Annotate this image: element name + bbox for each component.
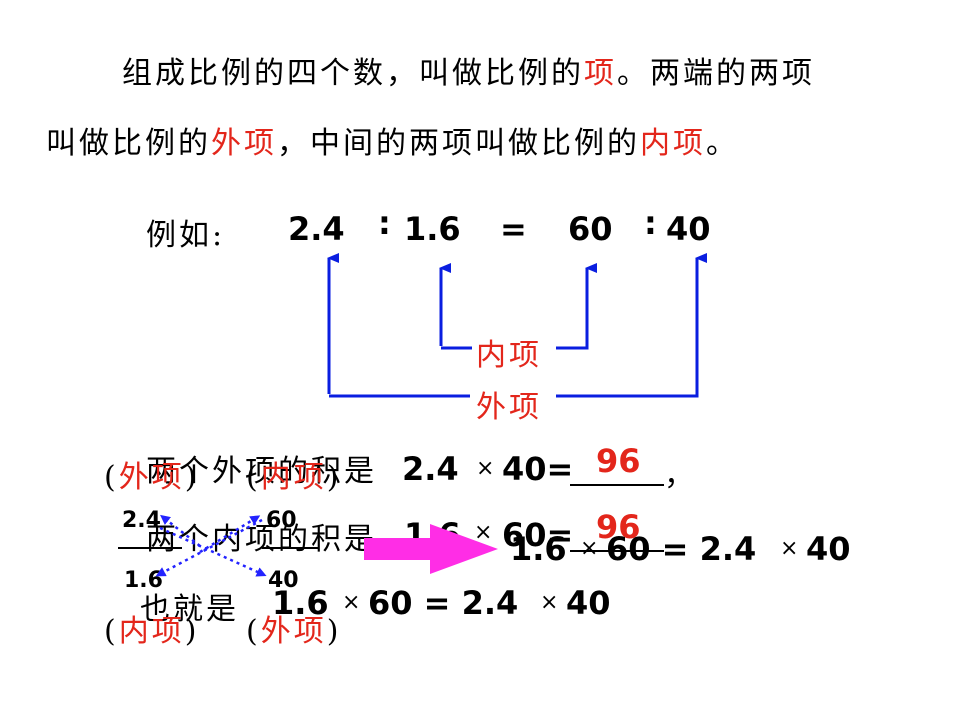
conclusion-a: 1.6 bbox=[510, 530, 567, 568]
tag-bottom-right: (外项) bbox=[246, 606, 341, 650]
times-sign: × bbox=[342, 590, 361, 615]
term-xiang: 项 bbox=[584, 56, 617, 91]
outer-comma: ， bbox=[664, 458, 697, 493]
tag-inner: 内项 bbox=[118, 614, 185, 649]
definition-text: 。 bbox=[706, 126, 739, 161]
also-a: 1.6 bbox=[272, 584, 329, 622]
definition-text: 。两端的两项 bbox=[617, 56, 815, 91]
term-inner: 内项 bbox=[640, 126, 706, 161]
example-term-d: 40 bbox=[666, 210, 711, 248]
cross-arrow bbox=[159, 526, 267, 577]
times-sign: × bbox=[474, 520, 493, 545]
inner-answer-blank bbox=[570, 550, 664, 552]
example-equals: = bbox=[500, 210, 527, 248]
cross-arrow bbox=[199, 515, 261, 554]
paren: ( bbox=[246, 614, 261, 649]
example-term-b: 1.6 bbox=[404, 210, 461, 248]
conclusion-b: 60 = 2.4 bbox=[606, 530, 757, 568]
inner-bracket bbox=[556, 263, 597, 350]
inner-product-text: 两个内项的积是 bbox=[146, 522, 377, 557]
paren: ) bbox=[184, 614, 200, 649]
conclusion-c: 40 bbox=[806, 530, 851, 568]
tag-outer: 外项 bbox=[118, 460, 185, 495]
outer-bracket bbox=[556, 253, 707, 398]
also-text: 也就是 bbox=[140, 592, 239, 627]
paren: ( bbox=[104, 614, 119, 649]
paren: ) bbox=[326, 460, 342, 495]
outer-product-text: 两个外项的积是 bbox=[146, 454, 377, 489]
definition-text: 叫做比例的 bbox=[46, 126, 211, 161]
also-c: 40 bbox=[566, 584, 611, 622]
tag-bottom-left: (内项) bbox=[104, 606, 199, 650]
definition-text: ，中间的两项叫做比例的 bbox=[277, 126, 640, 161]
inner-answer: 96 bbox=[596, 508, 641, 546]
fraction-top-left: 2.4 bbox=[122, 508, 161, 533]
cross-arrow bbox=[155, 518, 263, 577]
paren: ) bbox=[326, 614, 342, 649]
inner-terms-label: 内项 bbox=[476, 338, 542, 373]
tag-top-right: (内项) bbox=[246, 452, 341, 496]
example-label: 例如: bbox=[146, 218, 226, 253]
inner-product-b: 60= bbox=[502, 516, 574, 554]
cross-arrow bbox=[160, 514, 201, 547]
example-colon-1: : bbox=[378, 204, 391, 242]
outer-product-b: 40= bbox=[502, 450, 574, 488]
tag-inner: 内项 bbox=[260, 460, 327, 495]
also-b: 60 = 2.4 bbox=[368, 584, 519, 622]
definition-line-2: 叫做比例的外项，中间的两项叫做比例的内项。 bbox=[46, 118, 739, 162]
arrow-right-icon bbox=[364, 524, 498, 574]
example-term-c: 60 bbox=[568, 210, 613, 248]
tag-outer: 外项 bbox=[260, 614, 327, 649]
tag-top-left: (外项) bbox=[104, 452, 199, 496]
paren: ) bbox=[184, 460, 200, 495]
fraction-top-right: 60 bbox=[266, 508, 297, 533]
fraction-bottom-right: 40 bbox=[268, 568, 299, 593]
example-colon-2: : bbox=[644, 204, 657, 242]
times-sign: × bbox=[780, 536, 799, 561]
outer-answer-blank bbox=[570, 484, 664, 486]
definition-line-1: 组成比例的四个数，叫做比例的项。两端的两项 bbox=[122, 48, 815, 92]
times-sign: × bbox=[580, 536, 599, 561]
definition-text: 组成比例的四个数，叫做比例的 bbox=[122, 56, 584, 91]
times-sign: × bbox=[476, 456, 495, 481]
outer-product-a: 2.4 bbox=[402, 450, 459, 488]
term-outer: 外项 bbox=[211, 126, 277, 161]
example-term-a: 2.4 bbox=[288, 210, 345, 248]
times-sign: × bbox=[540, 590, 559, 615]
outer-terms-label: 外项 bbox=[476, 390, 542, 425]
paren: ( bbox=[104, 460, 119, 495]
outer-answer: 96 bbox=[596, 442, 641, 480]
paren: ( bbox=[246, 460, 261, 495]
